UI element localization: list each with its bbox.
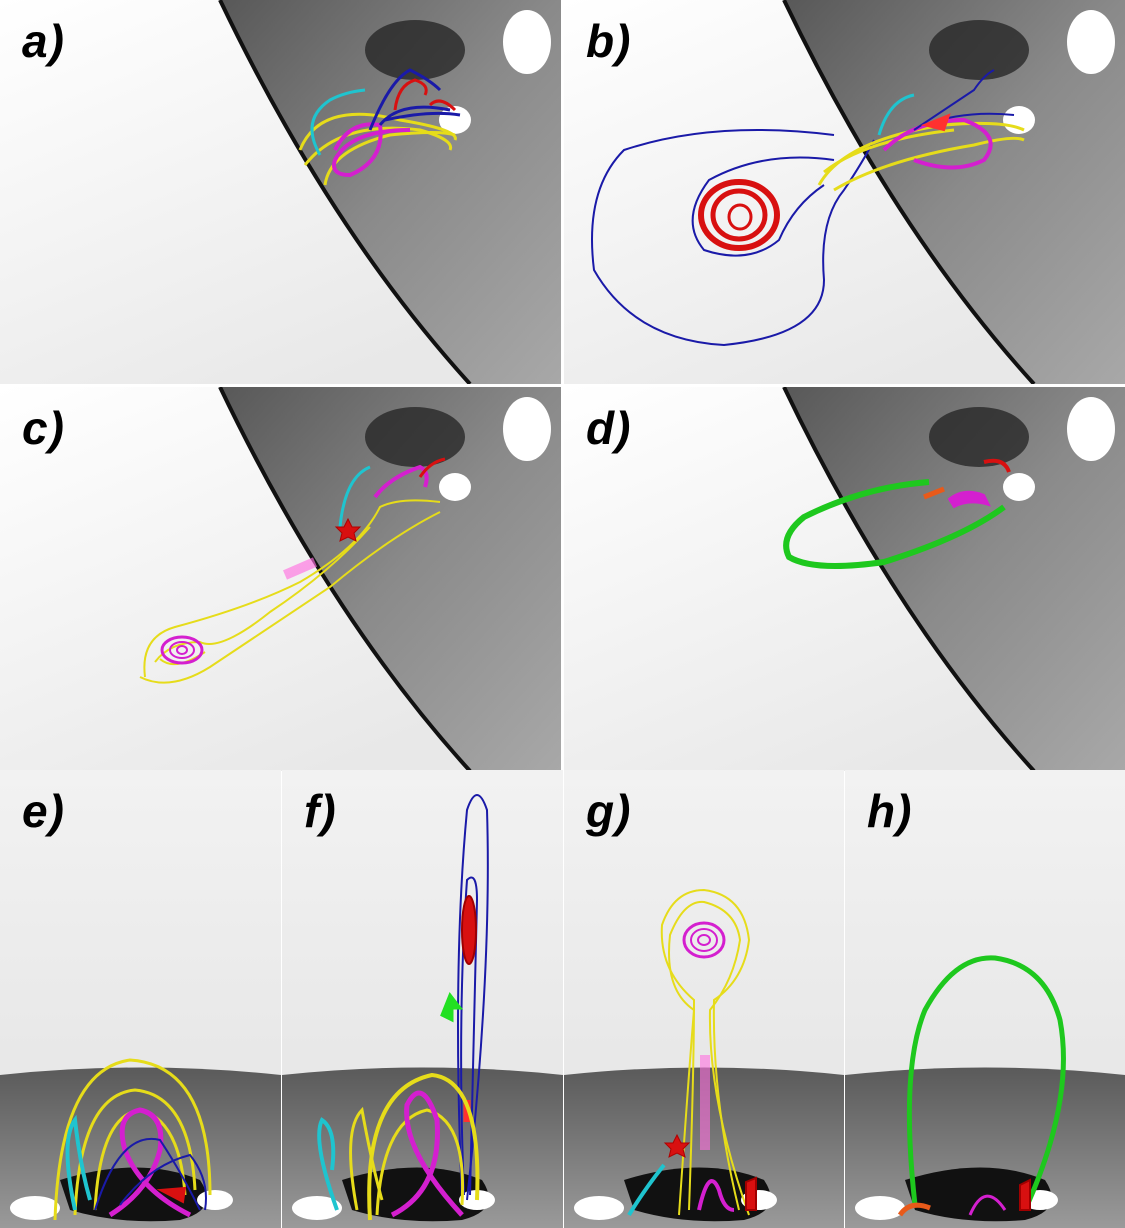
panel-e: e): [0, 770, 281, 1228]
panel-label-b: b): [586, 15, 632, 67]
panel-label-f: f): [304, 785, 337, 837]
panel-label-c: c): [22, 402, 65, 454]
field-lines-c: [139, 457, 446, 684]
panel-label-g: g): [586, 785, 632, 837]
panel-label-h: h): [867, 785, 913, 837]
field-lines-e: [53, 1058, 212, 1221]
field-lines-f: [317, 794, 489, 1221]
dark-polarity-region: [365, 20, 465, 80]
panel-e-image: [0, 770, 281, 1228]
field-lines-g: [627, 888, 757, 1217]
field-lines-d: [783, 458, 1011, 569]
panel-d-image: [564, 387, 1125, 771]
field-lines-h: [897, 955, 1066, 1217]
panel-f: f): [282, 770, 563, 1228]
panel-g-image: [564, 770, 844, 1228]
panel-label-e: e): [22, 785, 65, 837]
field-lines-a: [298, 68, 461, 186]
panel-b-image: [564, 0, 1125, 384]
panel-f-image: [282, 770, 563, 1228]
panel-a-image: [0, 0, 561, 384]
panel-a: a): [0, 0, 561, 384]
panel-label-a: a): [22, 15, 65, 67]
panel-h: h): [845, 770, 1125, 1228]
panel-b: b): [564, 0, 1125, 384]
panel-c: c): [0, 387, 561, 771]
field-lines-b: [591, 69, 1025, 347]
panel-g: g): [564, 770, 844, 1228]
panel-c-image: [0, 387, 561, 771]
panel-label-d: d): [586, 402, 632, 454]
panel-h-image: [845, 770, 1125, 1228]
solar-disk: [220, 0, 561, 384]
panel-d: d): [564, 387, 1125, 771]
